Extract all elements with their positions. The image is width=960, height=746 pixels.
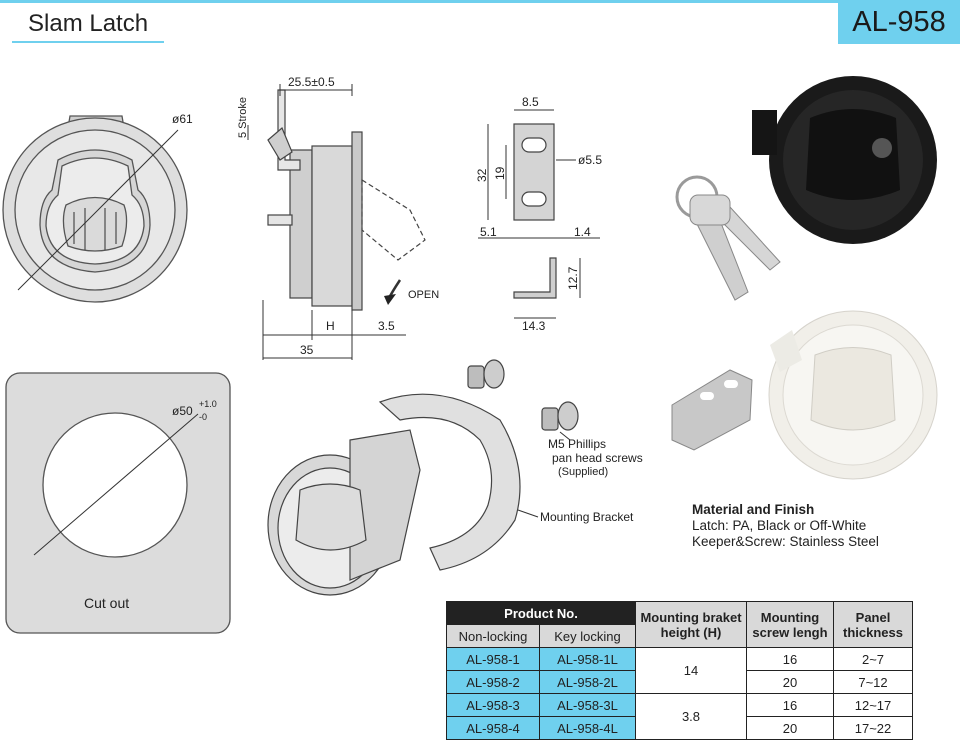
cell-screw: 16	[746, 693, 834, 717]
cell-height: 14	[635, 647, 747, 694]
white-latch-image	[768, 310, 938, 480]
header-keylocking: Key locking	[539, 624, 636, 648]
screws-label-2: pan head screws	[552, 451, 643, 465]
dim-5-5: ø5.5	[578, 153, 602, 167]
cell-nonlock: AL-958-2	[446, 670, 540, 694]
dim-25-5: 25.5±0.5	[288, 75, 335, 89]
table-row: AL-958-4 AL-958-4L 20 17~22	[446, 716, 913, 740]
bracket-front-view	[513, 123, 555, 221]
material-heading: Material and Finish	[692, 502, 815, 517]
table-row: AL-958-2 AL-958-2L 20 7~12	[446, 670, 913, 694]
cell-keylock: AL-958-3L	[539, 693, 636, 717]
header-screw: Mounting screw lengh	[746, 601, 834, 648]
latch-front-view	[2, 115, 188, 303]
cell-height: 3.8	[635, 693, 747, 740]
dim-cut-dia: ø50	[172, 404, 193, 418]
header-panel: Panel thickness	[833, 601, 913, 648]
cell-screw: 16	[746, 647, 834, 671]
header-panel-l1: Panel	[855, 609, 891, 625]
product-table: Product No. Mounting braket height (H) M…	[446, 601, 913, 740]
cell-keylock: AL-958-1L	[539, 647, 636, 671]
header-height-l1: Mounting braket	[640, 609, 742, 625]
exploded-assembly	[267, 359, 579, 596]
dim-1-4: 1.4	[574, 225, 591, 239]
header-height: Mounting braket height (H)	[635, 601, 747, 648]
cell-panel: 12~17	[833, 693, 913, 717]
page-title: Slam Latch	[28, 10, 149, 37]
dim-32: 32	[475, 168, 489, 182]
bracket-side-view	[513, 257, 557, 299]
dim-cut-tol-up: +1.0	[199, 399, 217, 409]
cutout-label: Cut out	[84, 595, 129, 611]
cell-keylock: AL-958-2L	[539, 670, 636, 694]
dim-35: 35	[300, 343, 314, 357]
dim-h: H	[326, 319, 335, 333]
cell-screw: 20	[746, 716, 834, 740]
cell-nonlock: AL-958-4	[446, 716, 540, 740]
screws-label-3: (Supplied)	[558, 466, 608, 478]
dim-cut-tol-dn: -0	[199, 412, 207, 422]
cell-keylock: AL-958-4L	[539, 716, 636, 740]
header-panel-l2: thickness	[843, 624, 903, 640]
header-product-no: Product No.	[446, 601, 636, 625]
cell-screw: 20	[746, 670, 834, 694]
latch-side-view	[267, 89, 426, 311]
steel-bracket-image	[671, 369, 753, 451]
cell-panel: 17~22	[833, 716, 913, 740]
keys-image	[675, 175, 781, 301]
cell-panel: 7~12	[833, 670, 913, 694]
model-badge: AL-958	[838, 0, 960, 44]
black-latch-image	[752, 76, 937, 244]
dim-12-7: 12.7	[566, 266, 580, 290]
header-screw-l2: screw lengh	[752, 624, 828, 640]
top-accent-bar	[0, 0, 960, 3]
cell-nonlock: AL-958-1	[446, 647, 540, 671]
dim-dia61: ø61	[172, 112, 193, 126]
material-keeper: Keeper&Screw: Stainless Steel	[692, 534, 879, 549]
cell-panel: 2~7	[833, 647, 913, 671]
dim-5-1: 5.1	[480, 225, 497, 239]
header-screw-l1: Mounting	[760, 609, 820, 625]
table-row: AL-958-3 AL-958-3L 3.8 16 12~17	[446, 693, 913, 740]
material-latch: Latch: PA, Black or Off-White	[692, 518, 867, 533]
dim-14-3: 14.3	[522, 319, 546, 333]
screws-label-1: M5 Phillips	[548, 437, 606, 451]
dim-19: 19	[493, 166, 507, 180]
header-nonlocking: Non-locking	[446, 624, 540, 648]
material-finish-block: Material and Finish Latch: PA, Black or …	[692, 502, 879, 550]
cutout-panel	[5, 372, 231, 634]
cell-nonlock: AL-958-3	[446, 693, 540, 717]
dim-3-5: 3.5	[378, 319, 395, 333]
open-label: OPEN	[408, 289, 439, 301]
dim-8-5: 8.5	[522, 95, 539, 109]
header-height-l2: height (H)	[660, 624, 722, 640]
bracket-label: Mounting Bracket	[540, 510, 634, 524]
table-row: AL-958-1 AL-958-1L 14 16 2~7	[446, 647, 913, 694]
dim-stroke: 5 Stroke	[237, 97, 249, 138]
title-underline	[12, 41, 164, 43]
